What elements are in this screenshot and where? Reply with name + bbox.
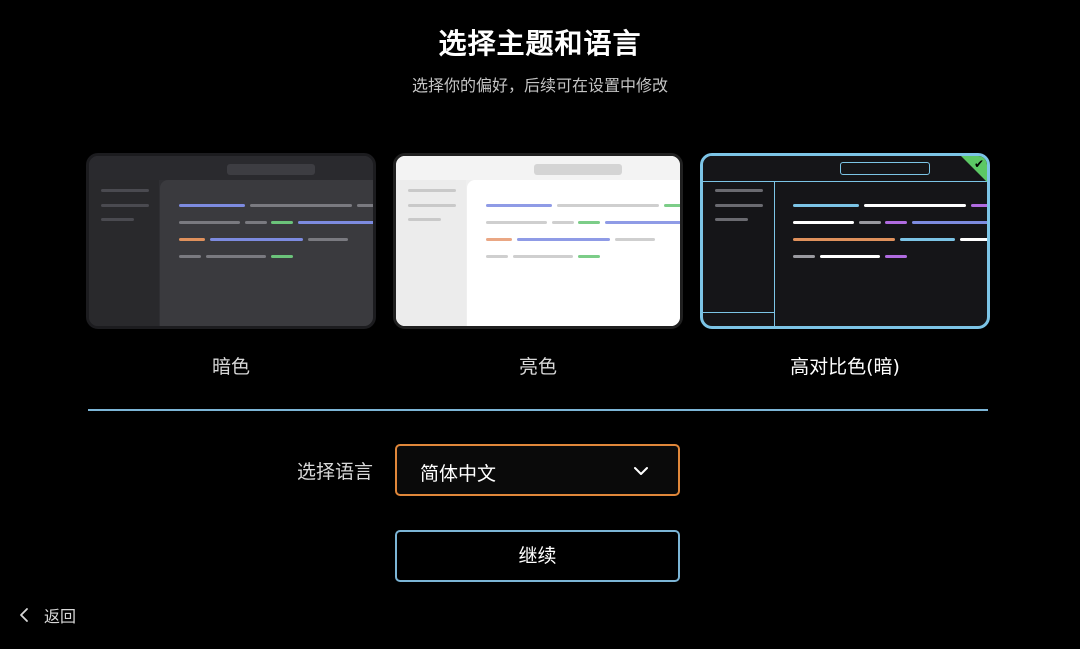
selected-corner	[958, 156, 987, 185]
language-select[interactable]: 简体中文	[395, 444, 680, 496]
language-select-value: 简体中文	[420, 463, 497, 485]
chevron-down-icon	[634, 467, 648, 475]
theme-preview-high-contrast	[703, 156, 987, 326]
theme-label-dark: 暗色	[211, 356, 250, 378]
check-icon: ✔	[973, 157, 984, 171]
theme-label-high-contrast-dark: 高对比色(暗)	[790, 356, 900, 378]
section-divider	[88, 409, 988, 411]
language-label: 选择语言	[296, 461, 373, 483]
theme-preview-light	[396, 156, 680, 326]
back-label: 返回	[44, 607, 77, 626]
theme-card-dark[interactable]	[86, 153, 376, 329]
back-button[interactable]: 返回	[18, 603, 76, 627]
theme-label-light: 亮色	[518, 356, 557, 378]
page-subtitle: 选择你的偏好，后续可在设置中修改	[411, 76, 668, 95]
theme-preview-dark	[89, 156, 373, 326]
chevron-left-icon	[20, 608, 28, 622]
page-title: 选择主题和语言	[438, 27, 642, 60]
theme-card-high-contrast-dark[interactable]: ✔	[700, 153, 990, 329]
theme-card-light[interactable]	[393, 153, 683, 329]
continue-button[interactable]: 继续	[395, 530, 680, 582]
